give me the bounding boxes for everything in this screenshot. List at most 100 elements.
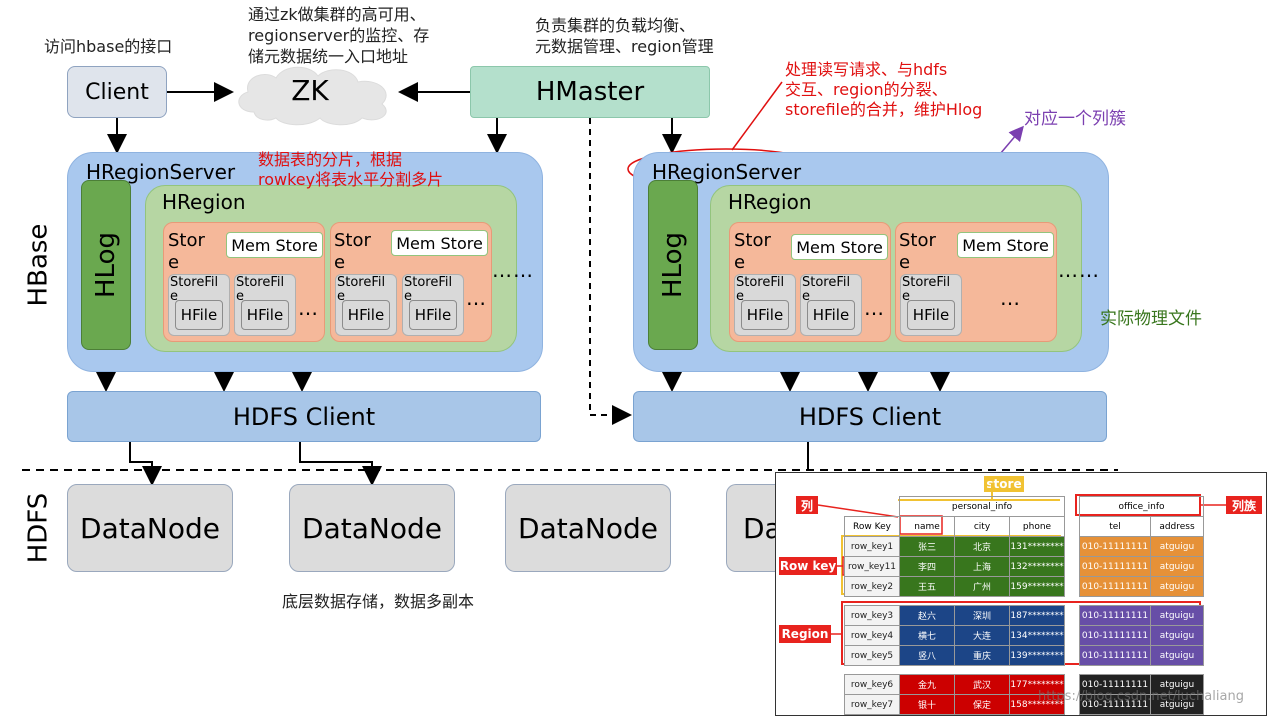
region-tag: Region <box>779 625 831 643</box>
zk-note-line2: regionserver的监控、存 <box>248 26 430 45</box>
family-1-header: personal_info <box>899 496 1065 517</box>
right-store-1-ellipsis: … <box>864 296 885 320</box>
cell-name: 张三 <box>899 536 955 557</box>
cell-rowkey: row_key3 <box>844 605 900 626</box>
left-store-1-ellipsis: … <box>298 296 319 320</box>
zk-note-line1: 通过zk做集群的高可用、 <box>248 5 426 24</box>
client-node: Client <box>67 66 167 118</box>
rs-note-pointer <box>731 81 783 151</box>
right-memstore-2: Mem Store <box>957 232 1054 258</box>
table-row: row_key7 银十 保定 158******** 010-11111111 … <box>844 694 1204 715</box>
cell-phone: 132******** <box>1009 556 1065 577</box>
hmaster-note: 负责集群的负载均衡、 元数据管理、region管理 <box>535 15 755 57</box>
cell-tel: 010-11111111 <box>1079 674 1151 695</box>
cell-rowkey: row_key2 <box>844 576 900 597</box>
cell-city: 大连 <box>954 625 1010 646</box>
cell-city: 深圳 <box>954 605 1010 626</box>
column-tag: 列 <box>796 496 818 514</box>
family-2-header: office_info <box>1079 496 1204 517</box>
cell-tel: 010-11111111 <box>1079 694 1151 715</box>
rs-note-line1: 处理读写请求、与hdfs <box>785 60 948 79</box>
cell-name: 横七 <box>899 625 955 646</box>
hbase-table-inset: store 列 列族 Row key Region personal_info … <box>775 472 1267 716</box>
left-hdfs-client: HDFS Client <box>67 391 541 442</box>
cell-city: 武汉 <box>954 674 1010 695</box>
left-hfile-3: HFile <box>342 300 390 330</box>
region-note-line1: 数据表的分片，根据 <box>258 150 403 169</box>
hmaster-note-line2: 元数据管理、region管理 <box>535 37 714 56</box>
col-header-name: name <box>899 516 955 537</box>
left-hfile-2: HFile <box>241 300 289 330</box>
hmaster-node: HMaster <box>470 66 710 118</box>
right-hfile-3: HFile <box>907 300 955 330</box>
cell-city: 北京 <box>954 536 1010 557</box>
left-store-2-ellipsis: … <box>466 286 487 310</box>
col-header-tel: tel <box>1079 516 1151 537</box>
right-store-2-ellipsis: … <box>1000 286 1021 310</box>
cell-tel: 010-11111111 <box>1079 556 1151 577</box>
cell-phone: 158******** <box>1009 694 1065 715</box>
hmaster-note-line1: 负责集群的负载均衡、 <box>535 16 696 35</box>
cell-tel: 010-11111111 <box>1079 536 1151 557</box>
cell-address: atguigu <box>1150 674 1204 695</box>
cell-address: atguigu <box>1150 576 1204 597</box>
zk-label: ZK <box>291 74 329 107</box>
hfile-note: 实际物理文件 <box>1100 309 1202 329</box>
family-tag: 列族 <box>1226 496 1262 514</box>
col-header-rowkey: Row Key <box>844 516 900 537</box>
zk-note: 通过zk做集群的高可用、 regionserver的监控、存 储元数据统一入口地… <box>248 4 458 67</box>
col-header-city: city <box>954 516 1010 537</box>
cell-name: 李四 <box>899 556 955 577</box>
cell-rowkey: row_key1 <box>844 536 900 557</box>
right-hlog: HLog <box>648 180 698 350</box>
col-header-phone: phone <box>1009 516 1065 537</box>
cell-name: 金九 <box>899 674 955 695</box>
client-note: 访问hbase的接口 <box>44 37 173 56</box>
cell-city: 保定 <box>954 694 1010 715</box>
hbase-label: HBase <box>23 223 53 307</box>
col-header-address: address <box>1150 516 1204 537</box>
region-note-line2: rowkey将表水平分割多片 <box>258 170 444 189</box>
cell-phone: 131******** <box>1009 536 1065 557</box>
left-memstore-2: Mem Store <box>391 230 488 256</box>
cell-tel: 010-11111111 <box>1079 625 1151 646</box>
rs-note-line2: 交互、region的分裂、 <box>785 80 948 99</box>
table-row: row_key3 赵六 深圳 187******** 010-11111111 … <box>844 605 1204 626</box>
table-row: row_key2 王五 广州 159******** 010-11111111 … <box>844 576 1204 597</box>
cell-name: 银十 <box>899 694 955 715</box>
right-hfile-1: HFile <box>741 300 789 330</box>
rowkey-tag: Row key <box>779 557 837 575</box>
cell-address: atguigu <box>1150 605 1204 626</box>
cell-address: atguigu <box>1150 536 1204 557</box>
table-row: row_key5 竖八 重庆 139******** 010-11111111 … <box>844 645 1204 666</box>
cell-phone: 139******** <box>1009 645 1065 666</box>
store-tag: store <box>984 476 1024 492</box>
left-region-ellipsis: …… <box>492 258 534 282</box>
cell-phone: 187******** <box>1009 605 1065 626</box>
cell-name: 竖八 <box>899 645 955 666</box>
hdfs-label: HDFS <box>23 492 54 564</box>
cell-address: atguigu <box>1150 645 1204 666</box>
watermark: https://blog.csdn.net/luchaliang <box>1038 689 1244 704</box>
hdfs-dn2-arrow <box>299 442 382 486</box>
datanode-3: DataNode <box>505 484 671 572</box>
table-row: row_key4 横七 大连 134******** 010-11111111 … <box>844 625 1204 646</box>
cell-phone: 177******** <box>1009 674 1065 695</box>
rs-note: 处理读写请求、与hdfs 交互、region的分裂、 storefile的合并，… <box>785 60 1015 120</box>
store-note: 对应一个列簇 <box>1024 109 1126 129</box>
zk-note-line3: 储元数据统一入口地址 <box>248 47 409 66</box>
datanode-2: DataNode <box>289 484 455 572</box>
hbase-table: personal_info office_info Row Key name c… <box>844 496 1204 715</box>
cell-city: 上海 <box>954 556 1010 577</box>
cell-phone: 159******** <box>1009 576 1065 597</box>
right-hfile-2: HFile <box>807 300 855 330</box>
cell-rowkey: row_key7 <box>844 694 900 715</box>
